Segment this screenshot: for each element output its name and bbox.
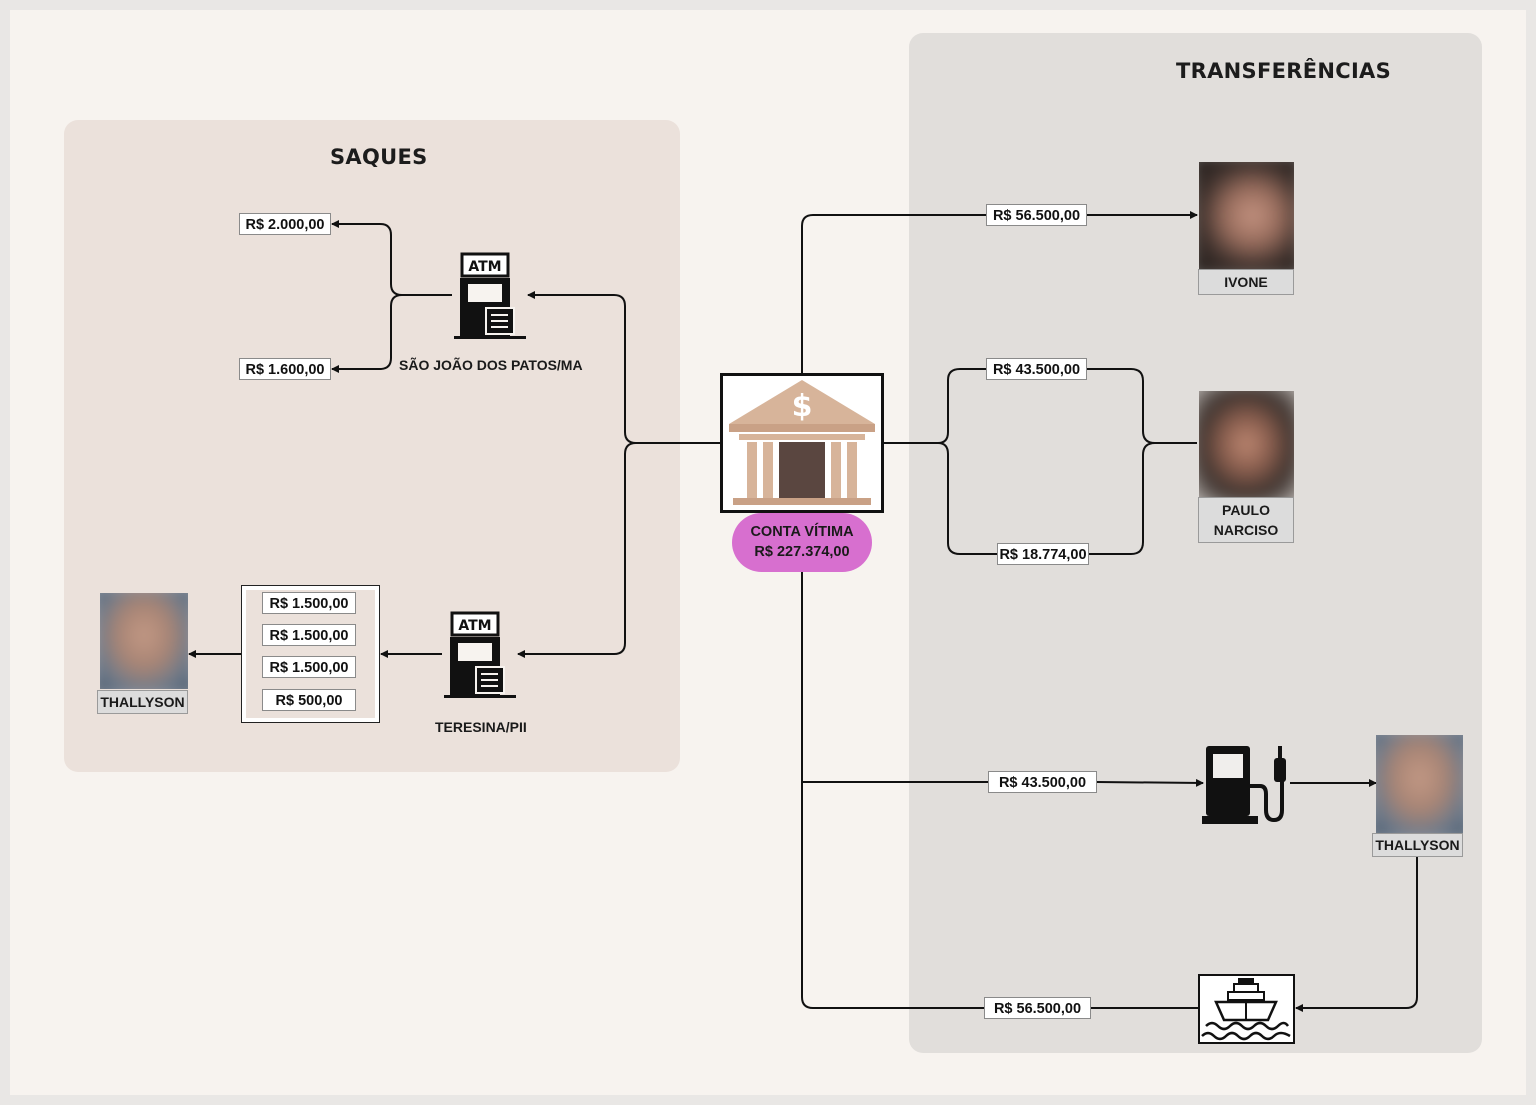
connector-bank-down [801, 572, 984, 1009]
amount-fuel: R$ 43.500,00 [988, 771, 1097, 793]
stack-amount-2: R$ 1.500,00 [262, 624, 356, 646]
amount-1600: R$ 1.600,00 [239, 358, 331, 380]
connector-paulo-upper-right [1087, 368, 1197, 444]
amount-ivone: R$ 56.500,00 [986, 204, 1087, 226]
fuel-pump-icon [1202, 746, 1286, 824]
svg-text:$: $ [792, 389, 813, 424]
paulo-label-line2: NARCISO [1213, 522, 1279, 538]
connector-paulo-lower [937, 442, 997, 555]
ivone-label: IVONE [1198, 269, 1294, 295]
conta-value: R$ 227.374,00 [754, 544, 850, 560]
atm-icon: ATM [454, 252, 526, 339]
transferencias-title: TRANSFERÊNCIAS [1176, 59, 1392, 83]
stack-amount-1: R$ 1.500,00 [262, 592, 356, 614]
connector-paulo-lower-right [1089, 442, 1156, 555]
atm-label: ATM [468, 259, 501, 275]
amount-2000: R$ 2.000,00 [239, 213, 331, 235]
stack-amount-3: R$ 1.500,00 [262, 656, 356, 678]
atm-icon: ATM [444, 611, 516, 698]
paulo-label-line1: PAULO [1222, 502, 1270, 518]
thallyson-photo-right [1376, 735, 1463, 833]
thallyson-label-left: THALLYSON [97, 690, 188, 714]
connector-to-amount-2000 [331, 220, 403, 296]
paulo-label: PAULO NARCISO [1198, 497, 1294, 543]
connector-bank-to-ivone [801, 214, 986, 373]
paulo-photo [1199, 391, 1294, 497]
connector-to-atm-top [527, 291, 637, 444]
conta-vitima-pill: CONTA VÍTIMA R$ 227.374,00 [732, 513, 872, 572]
thallyson-label-right: THALLYSON [1372, 833, 1463, 857]
ivone-photo [1199, 162, 1294, 269]
conta-label: CONTA VÍTIMA [750, 524, 854, 540]
bank-node: $ [720, 373, 884, 513]
thallyson-photo-left [100, 593, 188, 689]
connector-paulo-upper [937, 368, 986, 444]
atm-bottom-location: TERESINA/PII [435, 719, 527, 735]
connector-fuel-arrow [1096, 778, 1204, 787]
ship-icon [1198, 974, 1295, 1044]
connector-thallyson-to-ship [1295, 857, 1418, 1012]
connector-to-atm-bottom [517, 442, 637, 658]
amount-paulo-2: R$ 18.774,00 [997, 543, 1089, 565]
amount-ship: R$ 56.500,00 [984, 997, 1091, 1019]
stack-amount-4: R$ 500,00 [262, 689, 356, 711]
amount-paulo-1: R$ 43.500,00 [986, 358, 1087, 380]
connector-to-amount-1600 [331, 294, 403, 373]
atm-top-location: SÃO JOÃO DOS PATOS/MA [399, 357, 583, 373]
bank-icon: $ [729, 380, 875, 505]
atm-label: ATM [458, 618, 491, 634]
saques-title: SAQUES [330, 145, 428, 169]
